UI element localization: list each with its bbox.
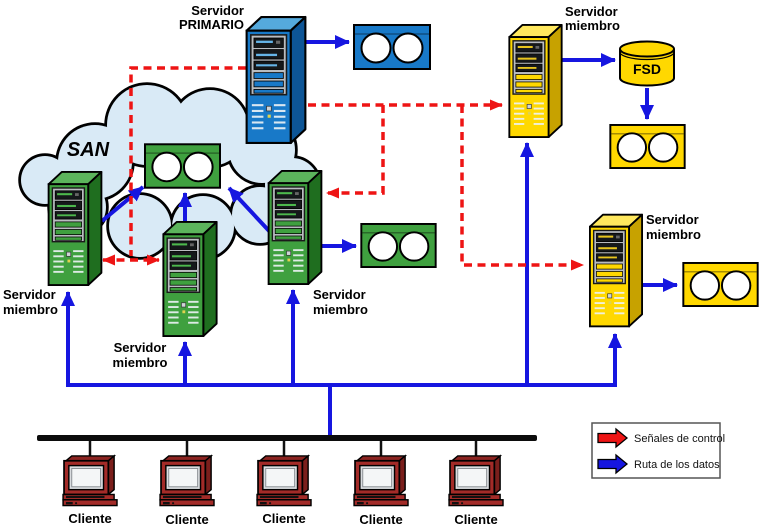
client-3: Cliente	[256, 455, 312, 526]
client-5-label: Cliente	[454, 512, 497, 527]
tape-device-yellow-bottom	[682, 261, 759, 308]
member-server-middle: Servidor miembro	[113, 220, 218, 370]
legend-control-label: Señales de control	[634, 433, 725, 445]
member-server-middle-tower	[162, 220, 218, 338]
san-label: SAN	[67, 139, 110, 161]
client-bus	[37, 435, 537, 458]
client-2-computer	[159, 455, 215, 507]
member-server-middle-label-line1: Servidor	[114, 340, 167, 355]
primary-server-label-line2: PRIMARIO	[179, 17, 244, 32]
member-server-yellow-top-label-line1: Servidor	[565, 4, 618, 19]
client-2-label: Cliente	[165, 512, 208, 527]
member-server-left-label-line1: Servidor	[3, 287, 56, 302]
primary-server: Servidor PRIMARIO	[179, 3, 307, 145]
client-4-label: Cliente	[359, 512, 402, 527]
bus-line	[37, 435, 537, 441]
client-2: Cliente	[159, 455, 215, 527]
data-route-lines	[61, 35, 678, 437]
member-server-left: Servidor miembro	[3, 170, 103, 317]
tape-device-green-right	[360, 222, 437, 269]
member-server-yellow-bottom-label-line1: Servidor	[646, 212, 699, 227]
data-line-right-to-san-tape	[227, 186, 273, 235]
member-server-yellow-bottom-label-line2: miembro	[646, 227, 701, 242]
member-server-left-tower	[47, 170, 103, 287]
member-server-yellow-top-label-line2: miembro	[565, 18, 620, 33]
fsd-label: FSD	[633, 61, 661, 77]
bus-drop-lines	[88, 441, 478, 458]
tape-device-green-san	[143, 143, 222, 189]
fsd-storage: FSD	[619, 40, 675, 87]
client-5-computer	[448, 455, 504, 507]
member-server-left-label-line2: miembro	[3, 302, 58, 317]
client-3-computer	[256, 455, 312, 507]
client-3-label: Cliente	[262, 511, 305, 526]
client-4: Cliente	[353, 455, 409, 527]
data-route-arrow-icon	[597, 453, 629, 475]
data-line-bus-main	[61, 291, 622, 387]
legend: Señales de control Ruta de los datos	[591, 422, 725, 479]
legend-data-label: Ruta de los datos	[634, 459, 720, 471]
control-signal-arrow-icon	[597, 427, 629, 449]
client-1: Cliente	[62, 455, 118, 526]
tape-device-blue	[353, 24, 431, 70]
client-1-label: Cliente	[68, 511, 111, 526]
client-1-computer	[62, 455, 118, 507]
primary-server-tower	[245, 15, 307, 145]
data-line-left-to-san-tape	[100, 185, 145, 223]
tape-device-yellow-top	[609, 123, 686, 170]
primary-server-label-line1: Servidor	[191, 3, 244, 18]
member-server-right-label-line1: Servidor	[313, 287, 366, 302]
client-4-computer	[353, 455, 409, 507]
member-server-yellow-bottom-tower	[588, 213, 644, 328]
member-server-right-label-line2: miembro	[313, 302, 368, 317]
member-server-yellow-bottom: Servidor miembro	[588, 212, 701, 328]
member-server-right-tower	[267, 169, 323, 286]
control-line-branch-to-member-right	[326, 105, 385, 199]
member-server-middle-label-line2: miembro	[113, 355, 168, 370]
control-line-primary-left-down	[129, 66, 246, 256]
client-5: Cliente	[448, 455, 504, 527]
member-server-yellow-top-tower	[508, 23, 563, 139]
member-server-yellow-top: Servidor miembro	[508, 4, 620, 139]
member-server-right: Servidor miembro	[267, 169, 368, 317]
control-signal-lines	[102, 66, 584, 271]
